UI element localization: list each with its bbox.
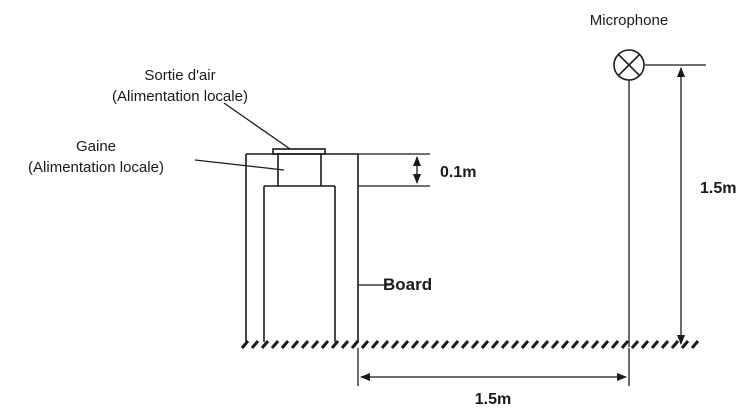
floor-hatch-mark	[310, 340, 320, 349]
floor-hatch-mark	[380, 340, 390, 349]
floor-hatch-mark	[570, 340, 580, 349]
air-outlet-label-line2: (Alimentation locale)	[112, 88, 248, 105]
floor-hatch-mark	[580, 340, 590, 349]
floor-hatch-mark	[690, 340, 700, 349]
mic-distance-label: 1.5m	[475, 391, 511, 408]
microphone-icon	[613, 49, 645, 81]
floor-hatch-mark	[280, 340, 290, 349]
floor-hatch-mark	[650, 340, 660, 349]
floor-hatch-mark	[450, 340, 460, 349]
floor-hatch-mark	[560, 340, 570, 349]
floor-hatch-mark	[680, 340, 690, 349]
air-outlet-unit	[245, 148, 359, 342]
floor-hatch-mark	[550, 340, 560, 349]
floor-hatch-mark	[290, 340, 300, 349]
floor-hatch-mark	[530, 340, 540, 349]
floor-hatch-mark	[430, 340, 440, 349]
floor-hatch-mark	[330, 340, 340, 349]
floor-hatch-mark	[480, 340, 490, 349]
floor-hatch-mark	[590, 340, 600, 349]
floor-hatch-mark	[240, 340, 250, 349]
floor-hatch-mark	[440, 340, 450, 349]
floor-hatch-mark	[670, 340, 680, 349]
floor-hatch	[240, 340, 700, 349]
mic-height-label: 1.5m	[700, 180, 736, 197]
floor-hatch-mark	[370, 340, 380, 349]
floor-hatch-mark	[340, 340, 350, 349]
floor-hatch-mark	[640, 340, 650, 349]
floor-hatch-mark	[400, 340, 410, 349]
air-outlet-leader-line	[223, 102, 291, 150]
floor-hatch-mark	[320, 340, 330, 349]
duct-leader-line	[194, 159, 285, 171]
gap-label: 0.1m	[440, 164, 476, 181]
floor-hatch-mark	[270, 340, 280, 349]
floor-hatch-mark	[600, 340, 610, 349]
floor-hatch-mark	[390, 340, 400, 349]
floor-hatch-mark	[540, 340, 550, 349]
air-outlet-label-line1: Sortie d'air	[144, 67, 215, 84]
floor-hatch-mark	[660, 340, 670, 349]
floor-hatch-mark	[360, 340, 370, 349]
floor-hatch-mark	[250, 340, 260, 349]
board-label: Board	[383, 275, 432, 294]
floor-hatch-mark	[300, 340, 310, 349]
floor-hatch-mark	[630, 340, 640, 349]
floor-hatch-mark	[350, 340, 360, 349]
duct-label-line1: Gaine	[76, 138, 116, 155]
floor-hatch-mark	[510, 340, 520, 349]
floor-hatch-mark	[610, 340, 620, 349]
floor-hatch-mark	[470, 340, 480, 349]
floor-hatch-mark	[520, 340, 530, 349]
floor-hatch-mark	[490, 340, 500, 349]
floor-hatch-mark	[260, 340, 270, 349]
floor-hatch-mark	[500, 340, 510, 349]
floor-hatch-mark	[420, 340, 430, 349]
floor-hatch-mark	[460, 340, 470, 349]
floor-hatch-mark	[620, 340, 630, 349]
microphone-label: Microphone	[590, 12, 668, 29]
floor-hatch-mark	[410, 340, 420, 349]
duct-label-line2: (Alimentation locale)	[28, 159, 164, 176]
